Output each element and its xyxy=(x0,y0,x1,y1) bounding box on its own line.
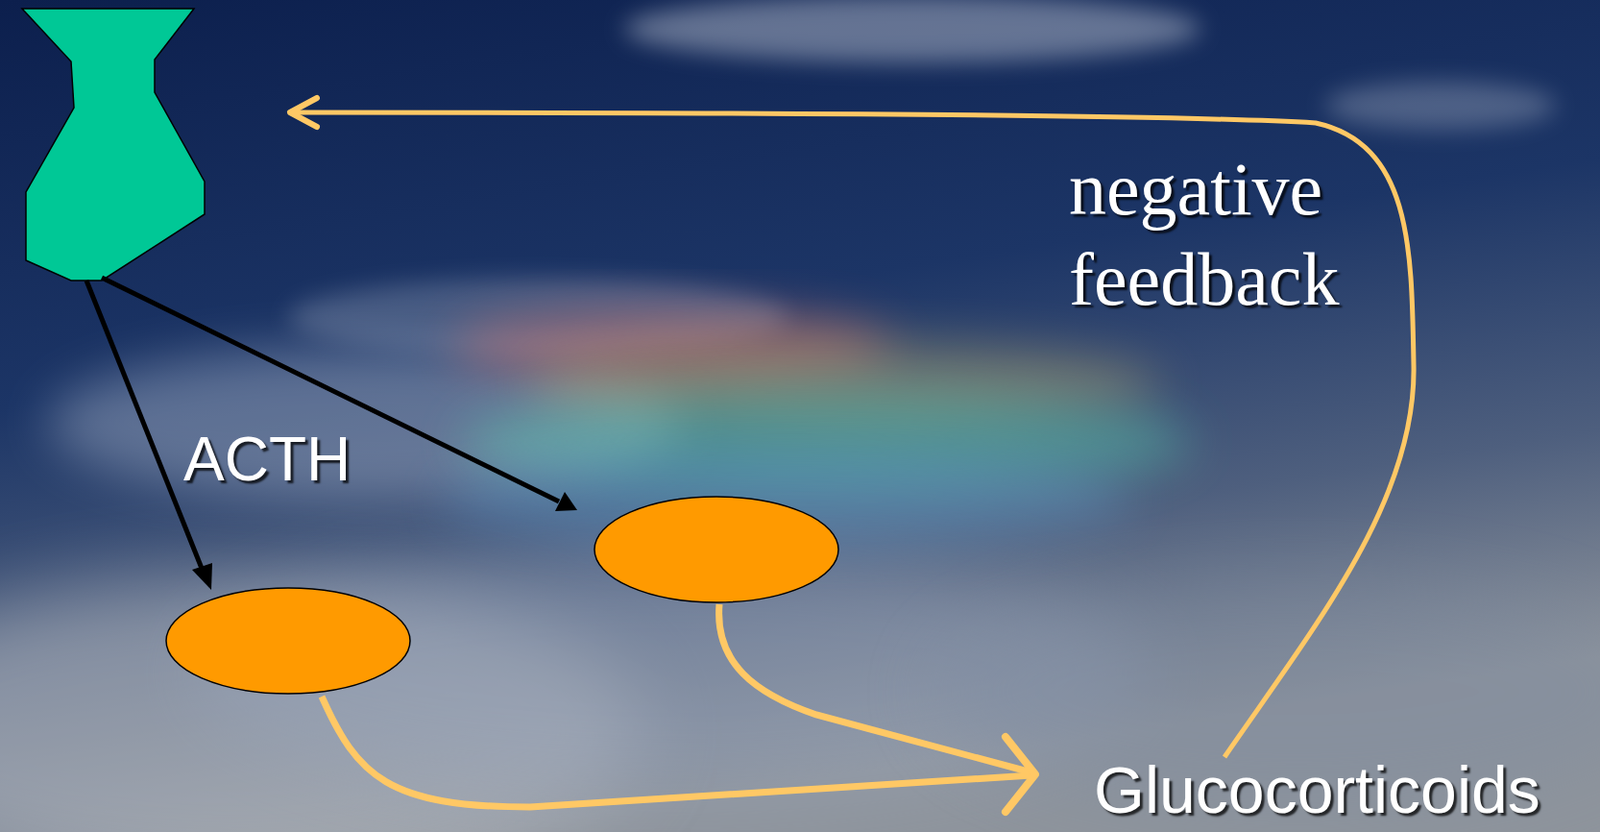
adrenal-gland xyxy=(166,587,411,694)
adrenal-gland xyxy=(594,496,839,603)
hormone-label: Glucocorticoids xyxy=(1093,751,1589,830)
pituitary-gland xyxy=(22,8,205,281)
arrowhead xyxy=(555,491,578,511)
feedback-arrow xyxy=(290,112,1414,757)
secretion-arrow xyxy=(719,604,1032,773)
arrowhead xyxy=(192,562,213,590)
arrowhead xyxy=(1005,736,1036,812)
secretion-arrow xyxy=(321,696,1032,807)
arrowhead xyxy=(290,97,317,127)
hormone-label: ACTH xyxy=(183,422,434,497)
feedback-label: negative feedback xyxy=(1068,144,1358,324)
acth-arrow xyxy=(101,277,559,502)
